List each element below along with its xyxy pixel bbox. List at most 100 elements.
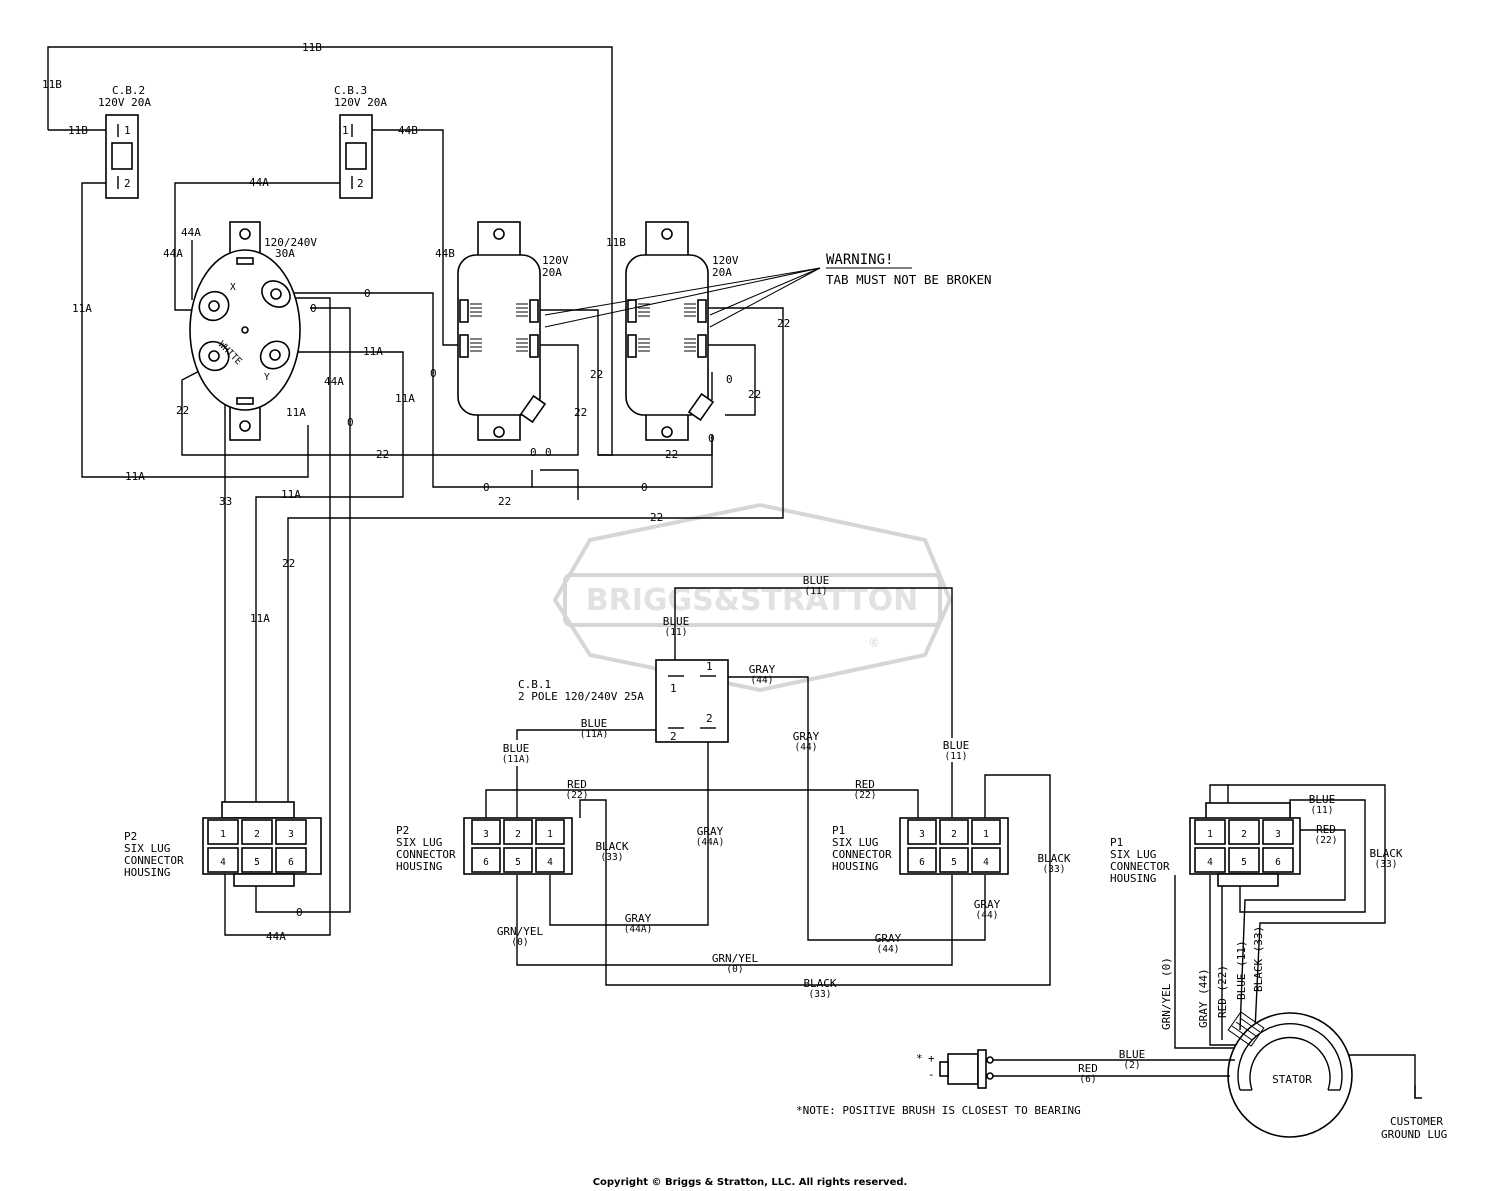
p1-mid-pin-6: 6 [919,857,925,868]
wire-label-44a-vertical: 44A [324,375,344,388]
p2-left-line3: HOUSING [124,866,170,879]
p1-mid-name: P1 [832,824,845,837]
wire-label-0-vertical-b: 0 [347,416,354,429]
duplex2-rating-amps: 20A [712,266,732,279]
label-gray-bottom: GRAY [625,912,652,925]
label-n22-p1: (22) [854,790,877,801]
label-n44a: (44A) [696,837,725,848]
wire-label-22-d2-c: 22 [665,448,678,461]
label-gray-p1: GRAY [974,898,1001,911]
label-n44a-bottom: (44A) [624,924,653,935]
stator-right-labels: BLUE (11) RED (22) BLACK (33) GRN/YEL (0… [1160,793,1403,1030]
label-n33-p1: (33) [1043,864,1066,875]
p2-left-pin-3: 3 [288,829,294,840]
label-n11a: (11A) [580,729,609,740]
p1-right-line1: SIX LUG [1110,848,1156,861]
twistlock-receptacle-30a: 120/240V 30A X WHITE Y [189,221,317,441]
stator-wire-black: BLACK (33) [1252,926,1265,992]
stator-wire-red: RED (22) [1216,965,1229,1018]
p2-mid-pin-1: 1 [547,829,553,840]
warning-text: TAB MUST NOT BE BROKEN [826,272,992,287]
p1-mid-line1: SIX LUG [832,836,878,849]
cb2-term-1: 1 [124,124,131,137]
circuit-breaker-cb2: 1 2 C.B.2 120V 20A [98,84,151,199]
label-blue-brush: BLUE [1119,1048,1146,1061]
p2-left-line2: CONNECTOR [124,854,184,867]
wire-label-11a-left: 11A [72,302,92,315]
cb3-term-2: 2 [357,177,364,190]
wire-label-22-d1: 22 [574,406,587,419]
brush-plus: + [928,1052,935,1065]
label-black-stator: BLACK [1369,847,1402,860]
label-n2-brush: (2) [1123,1060,1140,1071]
twistlock-y-mark: Y [264,372,270,383]
label-grnyel-p2: GRN/YEL [497,925,544,938]
label-n33-stator: (33) [1375,859,1398,870]
p2-left-pin-4: 4 [220,857,226,868]
connector-p2-left: 1 2 3 4 5 6 P2 SIX LUG CONNECTOR HOUSING [124,801,322,887]
wire-label-22-d2-a: 22 [590,368,603,381]
label-gray-cb1: GRAY [749,663,776,676]
stator-wire-grnyel: GRN/YEL (0) [1160,957,1173,1030]
wire-label-11a-horizontal-b: 11A [281,488,301,501]
stator-wire-blue: BLUE (11) [1235,940,1248,1000]
wire-label-33-vertical: 33 [219,495,232,508]
label-red-p1: RED [855,778,875,791]
p1-mid-pin-4: 4 [983,857,989,868]
duplex-receptacle-1: 120V 20A [457,221,569,441]
label-black-bottom: BLACK [803,977,836,990]
brush-star: * [916,1052,923,1065]
twistlock-rating-amps: 30A [275,247,295,260]
p1-mid-pin-5: 5 [951,857,957,868]
wire-label-44a-mid: 44A [249,176,269,189]
cb2-rating: 120V 20A [98,96,151,109]
twistlock-x-mark: X [230,282,236,293]
label-red-stator: RED [1316,823,1336,836]
upper-wires [47,46,784,936]
wire-label-11b-d2: 11B [606,236,626,249]
cb1-rating: 2 POLE 120/240V 25A [518,690,644,703]
cb2-name: C.B.2 [112,84,145,97]
wire-label-22-left: 22 [176,404,189,417]
connector-p1-mid: 3 2 1 6 5 4 P1 SIX LUG CONNECTOR HOUSING [832,817,1009,875]
brush-minus: - [928,1068,935,1081]
wire-label-0-vertical: 0 [430,367,437,380]
p2-left-pin-5: 5 [254,857,260,868]
cb2-term-2: 2 [124,177,131,190]
connector-p2-mid: 3 2 1 6 5 4 P2 SIX LUG CONNECTOR HOUSING [396,817,573,875]
wire-label-11b-top: 11B [302,41,322,54]
wire-label-22-long: 22 [650,511,663,524]
p1-right-pin-2: 2 [1241,829,1247,840]
wire-label-22-d2-d: 22 [777,317,790,330]
wire-label-44b-cb3: 44B [398,124,418,137]
cb3-rating: 120V 20A [334,96,387,109]
wire-label-11a-horizontal: 11A [125,470,145,483]
label-n44-bottom: (44) [877,944,900,955]
wire-label-11a-vertical-b: 11A [250,612,270,625]
cb1-term-1: 1 [670,682,677,695]
p2-mid-line1: SIX LUG [396,836,442,849]
duplex-receptacle-2: 120V 20A [625,221,739,441]
stator-label: STATOR [1272,1073,1312,1086]
label-n6-brush: (6) [1079,1074,1096,1085]
p2-mid-pin-6: 6 [483,857,489,868]
p1-mid-line3: HOUSING [832,860,878,873]
p2-left-pin-6: 6 [288,857,294,868]
cb1-name: C.B.1 [518,678,551,691]
wire-label-0-tl-b: 0 [310,302,317,315]
p1-right-pin-1: 1 [1207,829,1213,840]
p2-mid-pin-5: 5 [515,857,521,868]
p1-right-pin-4: 4 [1207,857,1213,868]
cb1-term-2: 2 [670,730,677,743]
duplex1-rating-voltage: 120V [542,254,569,267]
label-red-p2: RED [567,778,587,791]
wire-label-0-d1-b: 0 [545,446,552,459]
p1-right-pin-3: 3 [1275,829,1281,840]
wire-label-11a-vertical: 11A [395,392,415,405]
label-n33-bottom: (33) [809,989,832,1000]
wire-label-0-tl-a: 0 [364,287,371,300]
p2-mid-pin-4: 4 [547,857,553,868]
duplex1-rating-amps: 20A [542,266,562,279]
lower-wires [485,587,1051,986]
